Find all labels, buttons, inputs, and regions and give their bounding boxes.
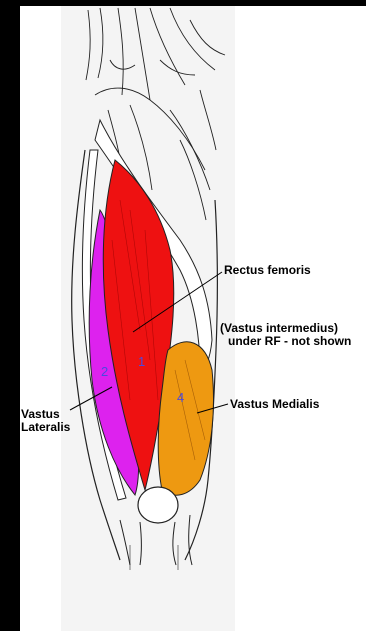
number-vastus-medialis: 4 [177, 390, 184, 405]
number-rectus-femoris: 1 [138, 354, 145, 369]
label-vastus-intermedius-note: under RF - not shown [228, 335, 351, 348]
label-vastus-lateralis-line2: Lateralis [21, 421, 70, 434]
label-vastus-medialis: Vastus Medialis [230, 398, 319, 411]
number-vastus-lateralis: 2 [101, 364, 108, 379]
patella [138, 487, 178, 523]
label-rectus-femoris: Rectus femoris [224, 264, 311, 277]
